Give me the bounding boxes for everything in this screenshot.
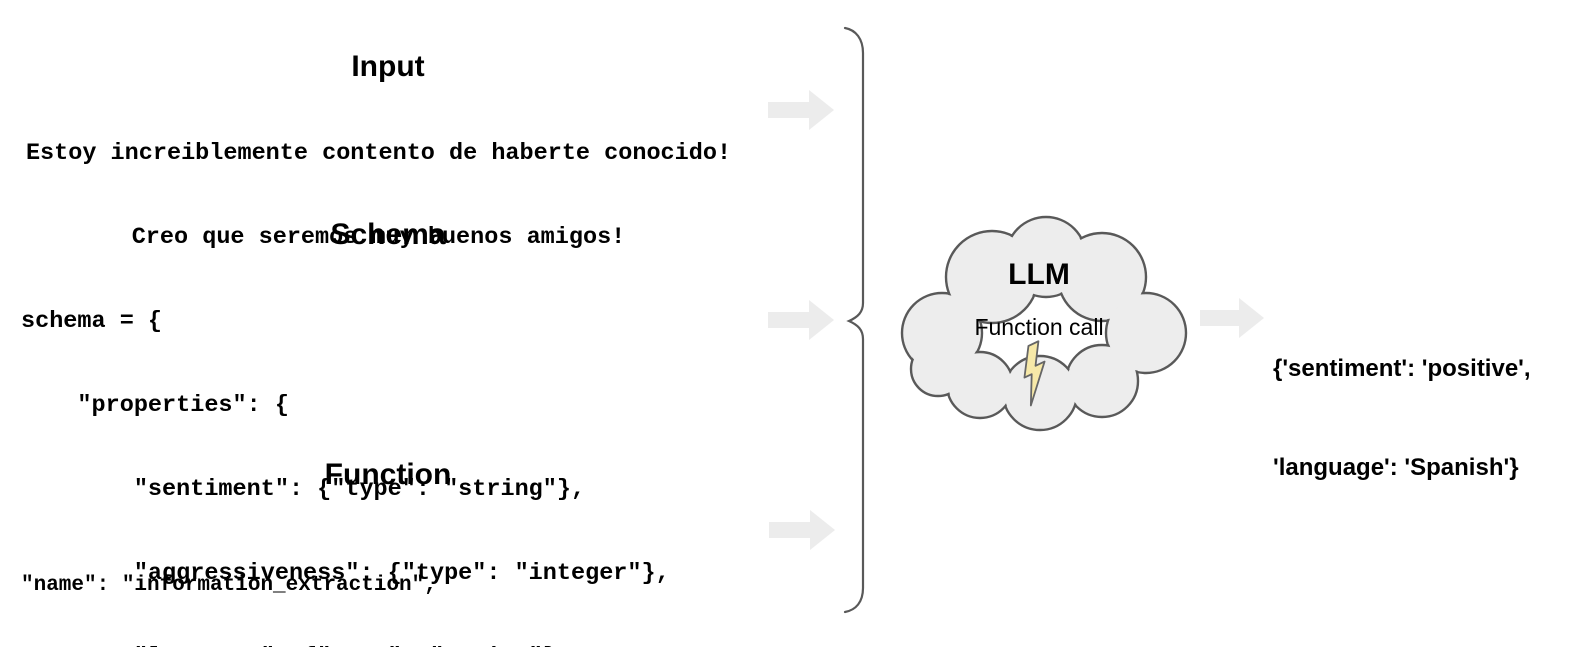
function-call-label: Function call bbox=[974, 314, 1104, 340]
output-result-text: {'sentiment': 'positive', 'language': 'S… bbox=[1273, 286, 1531, 550]
input-text-line: Estoy increiblemente contento de haberte… bbox=[25, 140, 732, 167]
function-section-title: Function bbox=[324, 458, 452, 491]
function-code-line: "name": "information_extraction", bbox=[21, 574, 437, 597]
arrow-right-icon bbox=[768, 90, 834, 130]
arrow-right-icon bbox=[769, 510, 835, 550]
schema-code-line: "language": {"type": "string"}, bbox=[21, 644, 670, 647]
schema-code-line: schema = { bbox=[21, 308, 163, 335]
llm-cloud-shape bbox=[900, 215, 1188, 432]
function-code-block: "name": "information_extraction", "descr… bbox=[21, 486, 727, 647]
schema-code-line: "aggressiveness": {"type": "integer"}, bbox=[21, 560, 670, 587]
schema-code-line: "properties": { bbox=[21, 392, 289, 419]
output-result-line: 'language': 'Spanish'} bbox=[1273, 454, 1519, 481]
llm-label: LLM bbox=[1008, 258, 1070, 291]
output-result-line: {'sentiment': 'positive', bbox=[1273, 355, 1531, 382]
lightning-bolt-icon bbox=[1023, 340, 1046, 407]
arrow-right-icon bbox=[1200, 298, 1264, 338]
input-section-title: Input bbox=[351, 50, 425, 83]
arrow-right-icon bbox=[768, 300, 834, 340]
curly-brace bbox=[843, 26, 865, 614]
schema-code-line: "sentiment": {"type": "string"}, bbox=[21, 476, 586, 503]
input-text: Estoy increiblemente contento de haberte… bbox=[22, 84, 735, 308]
input-text-line: Creo que seremos muy buenos amigos! bbox=[131, 224, 626, 251]
schema-code-block: schema = { "properties": { "sentiment": … bbox=[21, 252, 670, 647]
schema-section-title: Schema bbox=[330, 218, 446, 251]
